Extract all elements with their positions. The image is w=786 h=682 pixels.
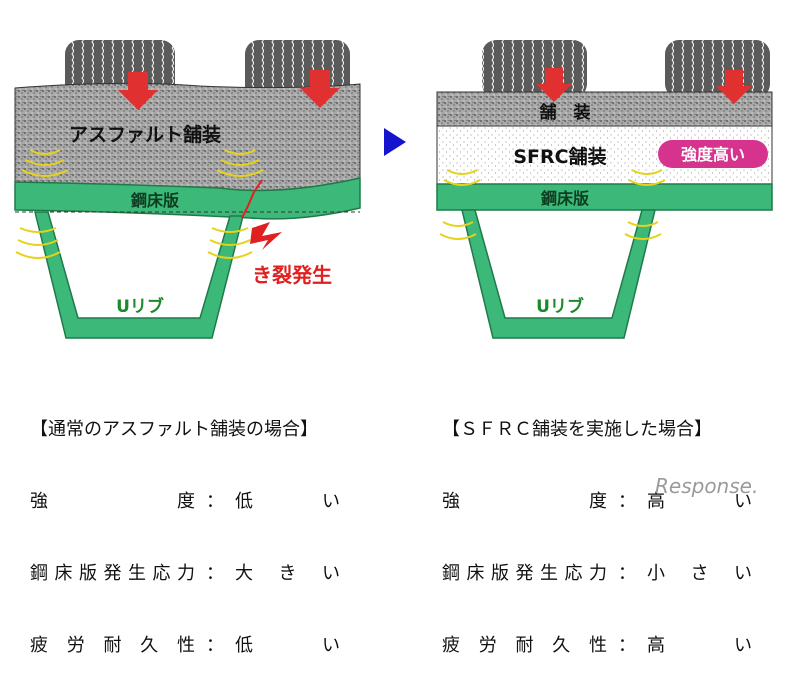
left-load-arrow-2: [300, 70, 340, 108]
caption-key: 強度: [30, 491, 195, 512]
crack-label: き裂発生: [252, 263, 332, 287]
strength-badge: [658, 140, 768, 168]
left-rib-label: Uリブ: [116, 296, 164, 317]
caption-separator: ：: [618, 563, 636, 584]
strength-badge-label: 強度高い: [681, 145, 745, 164]
right-sfrc-label: SFRC舗装: [513, 145, 606, 168]
right-deck-plate: [436, 183, 773, 211]
caption-key: 鋼床版発生応力: [442, 563, 607, 584]
caption-value: 小さい: [647, 563, 752, 584]
right-load-arrow-2: [716, 70, 752, 104]
caption-value: 高い: [647, 635, 752, 656]
right-caption-row: 疲労耐久性 ： 高い: [442, 634, 772, 658]
caption-key: 疲労耐久性: [30, 635, 195, 656]
left-panel: アスファルト舗装 鋼床版 Uリブ き裂発生: [14, 40, 361, 339]
right-tire-2: [665, 40, 770, 98]
right-deck-label: 鋼床版: [540, 189, 589, 208]
left-crack-line: [241, 179, 263, 219]
caption-value: 低い: [235, 491, 340, 512]
right-asphalt-layer: [436, 91, 773, 127]
left-caption-row: 鋼床版発生応力 ： 大きい: [30, 562, 360, 586]
left-caption-row: 疲労耐久性 ： 低い: [30, 634, 360, 658]
caption-separator: ：: [206, 635, 224, 656]
left-u-rib: [34, 211, 244, 339]
caption-separator: ：: [206, 491, 224, 512]
caption-value: 大きい: [235, 563, 340, 584]
right-caption-title: 【ＳＦＲＣ舗装を実施した場合】: [442, 419, 712, 440]
right-caption-row: 鋼床版発生応力 ： 小さい: [442, 562, 772, 586]
left-caption-title: 【通常のアスファルト舗装の場合】: [30, 419, 318, 440]
caption-key: 疲労耐久性: [442, 635, 607, 656]
left-load-arrow-1: [118, 72, 158, 110]
caption-key: 強度: [442, 491, 607, 512]
left-deck-label: 鋼床版: [130, 191, 179, 210]
left-caption: 【通常のアスファルト舗装の場合】 強度 ： 低い 鋼床版発生応力 ： 大きい 疲…: [30, 370, 360, 682]
right-panel: 舗 装 SFRC舗装 強度高い 鋼床版 Uリブ: [436, 40, 773, 339]
right-caption: 【ＳＦＲＣ舗装を実施した場合】 強度 ： 高い 鋼床版発生応力 ： 小さい 疲労…: [442, 370, 772, 682]
caption-separator: ：: [618, 491, 636, 512]
bridge-deck-diagram: アスファルト舗装 鋼床版 Uリブ き裂発生 舗 装 SFRC舗装 強度高い: [14, 40, 773, 339]
play-triangle-icon: [384, 128, 406, 156]
right-load-arrow-1: [536, 68, 572, 102]
right-tire-1: [482, 40, 587, 98]
left-asphalt-label: アスファルト舗装: [69, 123, 221, 146]
right-u-rib: [461, 209, 656, 339]
right-vibration-marks: [439, 169, 666, 240]
left-vibration-marks: [15, 149, 264, 259]
crack-icon: [250, 222, 282, 250]
caption-key: 鋼床版発生応力: [30, 563, 195, 584]
caption-value: 低い: [235, 635, 340, 656]
right-rib-label: Uリブ: [536, 296, 584, 317]
left-caption-row: 強度 ： 低い: [30, 490, 360, 514]
caption-separator: ：: [618, 635, 636, 656]
right-pavement-label: 舗 装: [539, 102, 591, 123]
caption-separator: ：: [206, 563, 224, 584]
left-deck-plate: [14, 177, 361, 220]
response-watermark: Response.: [655, 474, 759, 498]
